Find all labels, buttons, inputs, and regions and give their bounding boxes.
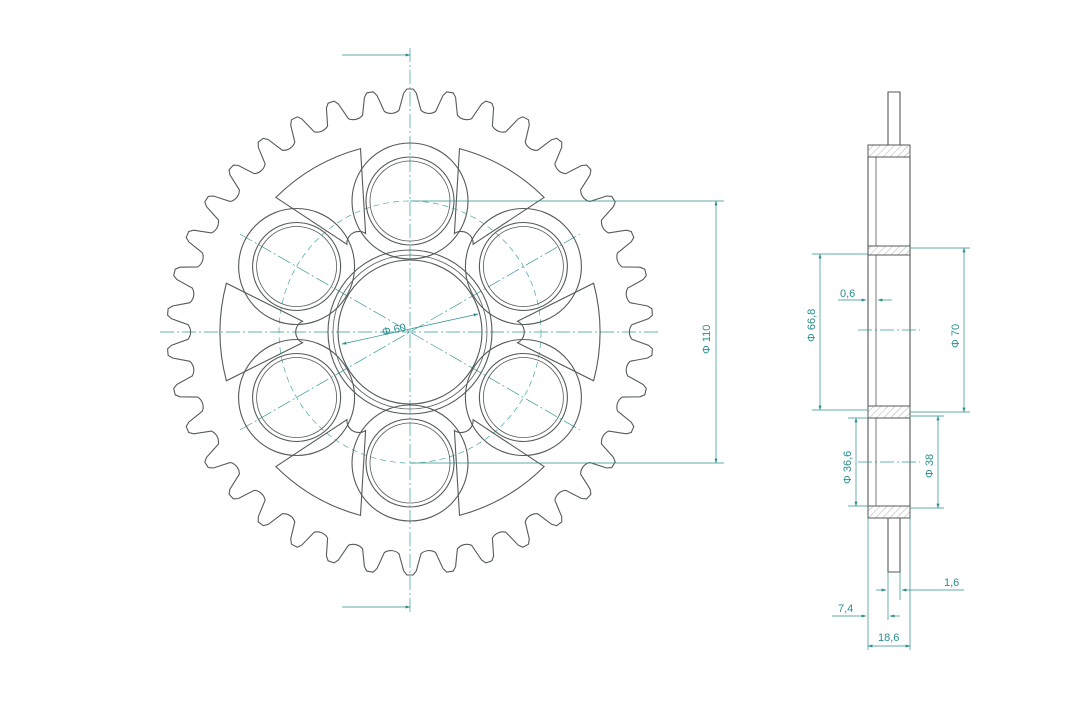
bore-dimension-label: Φ 60	[381, 322, 407, 339]
tooth-profile-bottom	[887, 517, 901, 573]
bore-dimension-line	[341, 313, 479, 345]
bolt-hole	[478, 352, 568, 443]
bolt-hole-chamfer	[256, 357, 338, 438]
bore-hatch-bottom	[867, 405, 911, 419]
bolt-hole	[252, 352, 342, 443]
bolt-hole-boss	[464, 207, 582, 326]
bolt-hole	[252, 221, 342, 312]
tooth-profile-top	[887, 91, 901, 146]
central-bore-step	[332, 254, 488, 410]
pcd-dimension-label: Φ 110	[701, 325, 713, 354]
dim-18-6-label: 18,6	[878, 632, 899, 644]
bore-wall	[867, 254, 911, 407]
lightening-cutout	[516, 282, 601, 382]
bolt-hole-chamfer	[483, 226, 564, 307]
lightening-cutout	[275, 147, 367, 246]
lightening-cutout	[453, 147, 545, 246]
upper-flange-section	[867, 144, 911, 158]
bolt-hole	[478, 221, 568, 312]
dim-66-8-label: Φ 66,8	[806, 309, 818, 342]
dim-1-6-label: 1,6	[944, 577, 959, 589]
dim-70-label: Φ 70	[950, 324, 962, 348]
lightening-cutouts	[219, 147, 601, 517]
bolt-hole-boss	[238, 338, 356, 457]
front-view: Φ 60 Φ 110	[160, 48, 724, 612]
dim-38-label: Φ 38	[924, 454, 936, 478]
lower-flange-section	[867, 505, 911, 519]
dim-7-4-label: 7,4	[838, 603, 853, 615]
bolt-hole-boss	[238, 207, 356, 326]
lightening-cutout	[219, 282, 304, 382]
lightening-cutout	[275, 418, 367, 517]
bolt-hole-chamfer	[483, 357, 564, 438]
side-view: Φ 66,8 0,6 Φ 70 Φ 36,6 Φ 38 1,6 7,4	[806, 91, 970, 650]
central-bore	[337, 259, 483, 405]
bore-hatch-top	[868, 246, 910, 255]
upper-web	[867, 156, 911, 247]
dim-0-6-label: 0,6	[840, 288, 855, 300]
central-bore-outer	[327, 249, 493, 415]
bolt-hole-chamfer	[256, 226, 338, 307]
lightening-cutout	[453, 418, 545, 517]
dim-36-6-label: Φ 36,6	[842, 451, 854, 484]
bolt-hole-boss	[464, 338, 582, 457]
sprocket-teeth-outline	[167, 88, 653, 576]
